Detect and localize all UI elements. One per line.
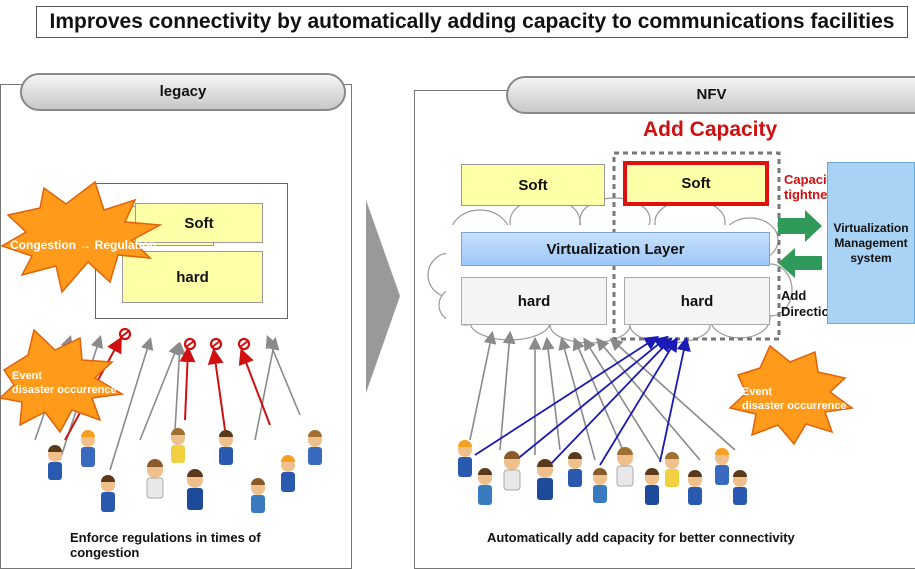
page-title: Improves connectivity by automatically a…: [36, 6, 908, 38]
nfv-event-text-line1: Event: [742, 386, 772, 398]
legacy-event-text-line2: disaster occurrence: [12, 384, 117, 396]
management-system-label: Virtualization Management system: [833, 220, 909, 265]
legacy-caption: Enforce regulations in times of congesti…: [70, 530, 261, 560]
nfv-soft-left-box: Soft: [461, 164, 605, 206]
legacy-soft-box: Soft: [135, 203, 263, 243]
add-capacity-label: Add Capacity: [643, 118, 778, 141]
legacy-hard-box: hard: [122, 251, 263, 303]
nfv-event-text-line2: disaster occurrence: [742, 400, 847, 412]
capacity-tightness-line1: Capacit: [784, 172, 831, 187]
add-directions-line1: Add: [781, 288, 807, 303]
legacy-congestion-text: Congestion → Regulation: [10, 238, 157, 252]
legacy-panel: [0, 84, 352, 569]
nfv-soft-right-box: Soft: [623, 161, 769, 206]
nfv-caption: Automatically add capacity for better co…: [487, 530, 795, 545]
nfv-hard-right-box: hard: [624, 277, 770, 325]
virtualization-layer-bar: Virtualization Layer: [461, 232, 770, 266]
virtualization-management-box: Virtualization Management system: [827, 162, 915, 324]
nfv-hard-left-box: hard: [461, 277, 607, 325]
capacity-tightness-line2: tightne: [784, 187, 828, 202]
legacy-tab: legacy: [20, 73, 346, 111]
nfv-tab: NFV: [506, 76, 915, 114]
legacy-event-text-line1: Event: [12, 370, 42, 382]
